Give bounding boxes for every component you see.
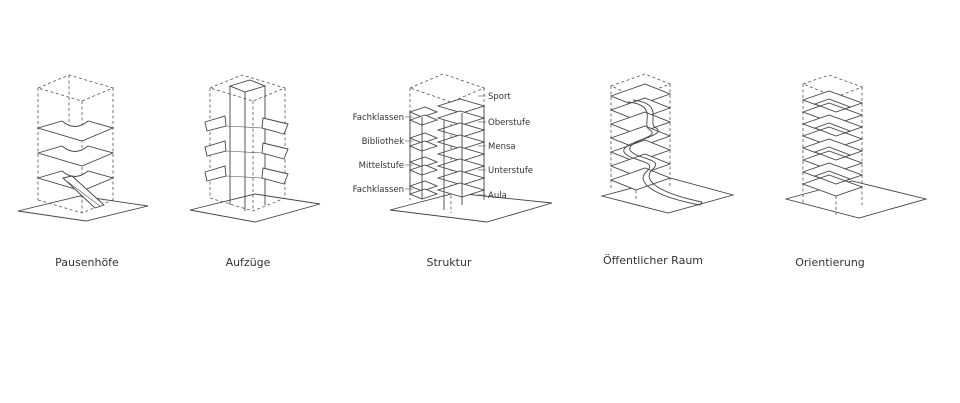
caption-oeffentlicher-raum: Öffentlicher Raum (603, 254, 703, 267)
left-tower-floors (408, 106, 439, 200)
label-fachklassen-upper: Fachklassen (353, 113, 404, 123)
caption-aufzuege: Aufzüge (226, 256, 271, 269)
diagram-oeffentlicher-raum: Öffentlicher Raum (600, 73, 735, 267)
diagram-aufzuege: Aufzüge (189, 74, 321, 269)
label-mensa: Mensa (488, 142, 516, 152)
building-volume (801, 74, 864, 215)
diagram-pausenhoefe: Pausenhöfe (17, 74, 149, 269)
floor-slabs-with-voids (801, 90, 864, 197)
building-volume (36, 74, 115, 214)
label-leaders (405, 95, 486, 196)
building-volume (208, 74, 287, 212)
public-path (623, 99, 703, 206)
label-mittelstufe: Mittelstufe (359, 161, 404, 171)
label-oberstufe: Oberstufe (488, 118, 530, 128)
diagram-struktur: Fachklassen Bibliothek Mittelstufe Fachk… (353, 73, 553, 269)
caption-orientierung: Orientierung (795, 256, 865, 269)
label-fachklassen-lower: Fachklassen (353, 185, 404, 195)
ground-plane (17, 195, 149, 222)
caption-pausenhoefe: Pausenhöfe (55, 256, 119, 269)
ground-plane (389, 192, 553, 223)
floor-slabs (609, 83, 672, 191)
elevator-core (228, 79, 267, 211)
caption-struktur: Struktur (427, 256, 472, 269)
label-unterstufe: Unterstufe (488, 166, 533, 176)
diagram-orientierung: Orientierung (784, 74, 928, 269)
ground-plane (189, 193, 321, 223)
floor-plates (204, 115, 289, 185)
stair-ramp (62, 175, 105, 209)
label-sport: Sport (488, 92, 511, 102)
label-aula: Aula (488, 191, 507, 201)
right-tower-floors (436, 98, 486, 210)
label-bibliothek: Bibliothek (362, 137, 404, 147)
